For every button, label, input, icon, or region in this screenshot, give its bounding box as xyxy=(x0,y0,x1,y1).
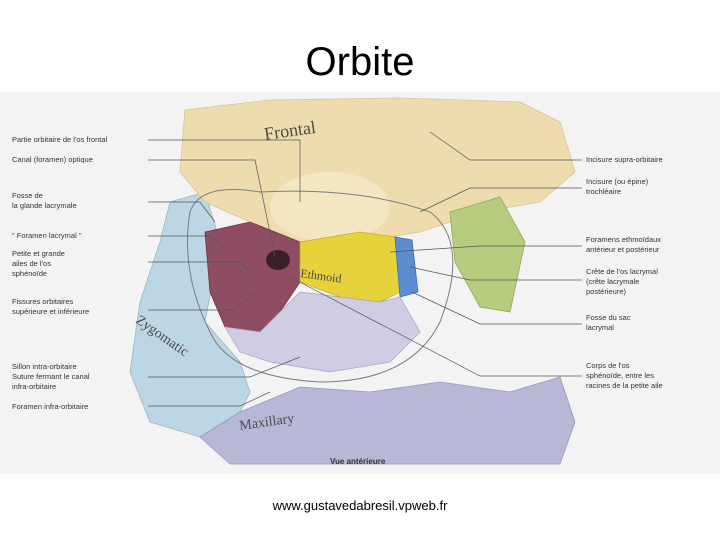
orbital-roof-shading xyxy=(270,172,390,242)
bone-name-ethmoid: Ethmoid xyxy=(300,266,343,286)
label-infraorbital-foramen: Foramen infra-orbitaire xyxy=(12,402,88,411)
label-supraorbital-notch: Incisure supra-orbitaire xyxy=(586,155,663,164)
label-sphenoid-wings-1: Petite et grande xyxy=(12,249,65,258)
label-frontal-orbital-part: Partie orbitaire de l'os frontal xyxy=(12,135,108,144)
label-trochlear-notch-2: trochléaire xyxy=(586,187,621,196)
label-lacrimal-crest-1: Crête de l'os lacrymal xyxy=(586,267,658,276)
label-lacrimal-crest-2: (crête lacrymale xyxy=(586,277,639,286)
label-optic-canal: Canal (foramen) optique xyxy=(12,155,93,164)
optic-canal-shape xyxy=(266,250,290,270)
label-infraorbital-suture-1: Suture fermant le canal xyxy=(12,372,90,381)
footer-url: www.gustavedabresil.vpweb.fr xyxy=(272,498,448,513)
label-ethmoidal-foramina-1: Foramens ethmoïdaux xyxy=(586,235,661,244)
label-foramen-lacrymal: " Foramen lacrymal " xyxy=(12,231,82,240)
leader-lines-left xyxy=(148,139,301,407)
label-orbital-fissures-1: Fissures orbitaires xyxy=(12,297,74,306)
maxillary-bone-region xyxy=(199,376,576,465)
leader-lines-right xyxy=(289,131,582,377)
figure-caption: Vue antérieure xyxy=(330,457,386,466)
label-sphenoid-wings-3: sphénoïde xyxy=(12,269,47,278)
label-lacrimal-crest-3: postérieure) xyxy=(586,287,627,296)
orbit-anatomy-figure: Frontal Ethmoid Zygomatic Maxillary Part… xyxy=(0,92,720,474)
label-sphenoid-wings-2: ailes de l'os xyxy=(12,259,51,268)
orbital-rim-outline xyxy=(187,189,454,383)
label-trochlear-notch-1: Incisure (ou épine) xyxy=(586,177,649,186)
lacrimal-bone-region xyxy=(394,236,419,298)
label-sphenoid-body-2: sphénoïde, entre les xyxy=(586,371,654,380)
label-infraorbital-suture-2: infra-orbitaire xyxy=(12,382,56,391)
label-lacrimal-sac-fossa-1: Fosse du sac xyxy=(586,313,631,322)
orbital-floor-region xyxy=(224,291,421,373)
label-lacrimal-gland-fossa-2: la glande lacrymale xyxy=(12,201,77,210)
label-lacrimal-gland-fossa-1: Fosse de xyxy=(12,191,43,200)
label-sphenoid-body-3: racines de la petite aile xyxy=(586,381,663,390)
ethmoid-bone-region xyxy=(299,231,401,303)
label-infraorbital-groove: Sillon intra-orbitaire xyxy=(12,362,77,371)
label-ethmoidal-foramina-2: antérieur et postérieur xyxy=(586,245,660,254)
label-sphenoid-body-1: Corps de l'os xyxy=(586,361,630,370)
label-lacrimal-sac-fossa-2: lacrymal xyxy=(586,323,614,332)
label-orbital-fissures-2: supérieure et inférieure xyxy=(12,307,89,316)
slide-title: Orbite xyxy=(305,40,415,84)
nasal-process-region xyxy=(449,196,526,313)
orbit-illustration: Frontal Ethmoid Zygomatic Maxillary Part… xyxy=(0,92,720,474)
